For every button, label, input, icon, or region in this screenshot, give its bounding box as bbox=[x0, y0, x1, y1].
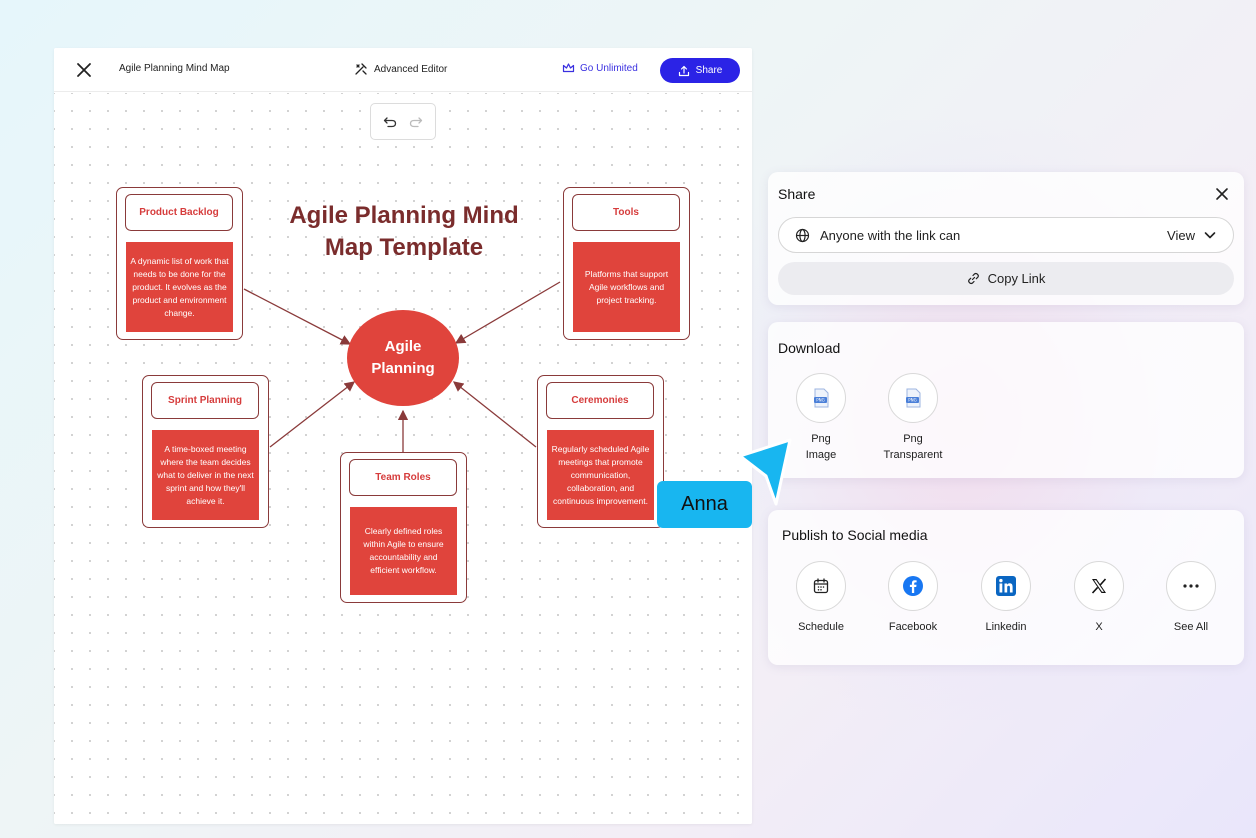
facebook-button[interactable] bbox=[888, 561, 938, 611]
schedule-label: Schedule bbox=[798, 621, 844, 633]
png-transparent-label: Png Transparent bbox=[883, 433, 943, 461]
svg-text:PNG: PNG bbox=[816, 398, 825, 403]
redo-icon[interactable] bbox=[409, 116, 423, 128]
png-file-icon: PNG bbox=[812, 388, 830, 408]
editor-window: Agile Planning Mind Map Advanced Editor … bbox=[54, 48, 752, 824]
arrow-sprint bbox=[269, 381, 356, 448]
center-node[interactable]: Agile Planning bbox=[347, 310, 459, 406]
link-access-dropdown[interactable]: Anyone with the link can View bbox=[778, 217, 1234, 253]
share-button-label: Share bbox=[695, 65, 723, 76]
see-all-label: See All bbox=[1173, 621, 1209, 633]
facebook-label: Facebook bbox=[888, 621, 938, 633]
collaborator-cursor-icon bbox=[738, 438, 794, 513]
facebook-icon bbox=[902, 575, 924, 597]
node-tools[interactable]: Tools Platforms that support Agile workf… bbox=[563, 187, 690, 340]
schedule-button[interactable] bbox=[796, 561, 846, 611]
svg-text:PNG: PNG bbox=[908, 398, 917, 403]
png-image-button[interactable]: PNG bbox=[796, 373, 846, 423]
globe-icon bbox=[795, 228, 810, 243]
node-description: Regularly scheduled Agile meetings that … bbox=[547, 430, 654, 520]
download-panel-title: Download bbox=[778, 340, 841, 356]
link-access-label: Anyone with the link can bbox=[820, 227, 961, 243]
node-product-backlog[interactable]: Product Backlog A dynamic list of work t… bbox=[116, 187, 243, 340]
go-unlimited-link[interactable]: Go Unlimited bbox=[562, 62, 638, 74]
x-logo-icon bbox=[1090, 577, 1108, 595]
linkedin-icon bbox=[996, 576, 1016, 596]
png-transparent-button[interactable]: PNG bbox=[888, 373, 938, 423]
node-description: A dynamic list of work that needs to be … bbox=[126, 242, 233, 332]
collaborator-name-tag: Anna bbox=[657, 481, 752, 528]
node-ceremonies[interactable]: Ceremonies Regularly scheduled Agile mee… bbox=[537, 375, 664, 528]
node-title: Tools bbox=[572, 194, 680, 231]
mindmap-title-line2: Map Template bbox=[324, 234, 484, 261]
arrow-tools bbox=[454, 281, 561, 344]
x-label: X bbox=[1095, 621, 1103, 633]
magic-tools-icon bbox=[354, 62, 368, 76]
share-panel-title: Share bbox=[778, 186, 816, 202]
close-icon[interactable] bbox=[74, 60, 94, 80]
go-unlimited-label: Go Unlimited bbox=[580, 62, 638, 74]
arrow-backlog bbox=[243, 288, 352, 345]
node-title: Ceremonies bbox=[546, 382, 654, 419]
node-sprint-planning[interactable]: Sprint Planning A time-boxed meeting whe… bbox=[142, 375, 269, 528]
canvas[interactable]: Agile Planning Mind Map Template Agile P… bbox=[54, 93, 752, 824]
advanced-editor-button[interactable]: Advanced Editor bbox=[354, 62, 447, 76]
link-icon bbox=[967, 272, 980, 285]
mindmap-title-line1: Agile Planning Mind bbox=[289, 202, 519, 229]
center-node-line2: Planning bbox=[371, 360, 435, 377]
undo-icon[interactable] bbox=[383, 116, 397, 128]
arrow-ceremonies bbox=[452, 381, 537, 448]
node-description: Clearly defined roles within Agile to en… bbox=[350, 507, 457, 595]
copy-link-label: Copy Link bbox=[987, 271, 1046, 286]
close-icon[interactable] bbox=[1214, 186, 1230, 202]
social-panel-title: Publish to Social media bbox=[782, 527, 928, 543]
share-panel: Share Anyone with the link can View Copy… bbox=[768, 172, 1244, 305]
see-all-button[interactable] bbox=[1166, 561, 1216, 611]
permission-selector[interactable]: View bbox=[1167, 228, 1217, 243]
center-node-line1: Agile bbox=[384, 338, 422, 355]
node-team-roles[interactable]: Team Roles Clearly defined roles within … bbox=[340, 452, 467, 603]
chevron-down-icon bbox=[1203, 228, 1217, 242]
document-title: Agile Planning Mind Map bbox=[119, 63, 230, 74]
node-title: Sprint Planning bbox=[151, 382, 259, 419]
linkedin-button[interactable] bbox=[981, 561, 1031, 611]
crown-icon bbox=[562, 62, 575, 74]
editor-topbar: Agile Planning Mind Map Advanced Editor … bbox=[54, 48, 752, 92]
node-description: Platforms that support Agile workflows a… bbox=[573, 242, 680, 332]
png-image-label: Png Image bbox=[805, 433, 837, 461]
node-title: Product Backlog bbox=[125, 194, 233, 231]
advanced-editor-label: Advanced Editor bbox=[374, 63, 448, 75]
undo-redo-toolbar bbox=[370, 103, 436, 140]
more-dots-icon bbox=[1182, 583, 1200, 589]
connector-arrows bbox=[243, 281, 561, 500]
linkedin-label: Linkedin bbox=[985, 621, 1027, 633]
node-description: A time-boxed meeting where the team deci… bbox=[152, 430, 259, 520]
node-title: Team Roles bbox=[349, 459, 457, 496]
permission-value: View bbox=[1167, 227, 1195, 243]
x-button[interactable] bbox=[1074, 561, 1124, 611]
copy-link-button[interactable]: Copy Link bbox=[778, 262, 1234, 295]
social-panel: Publish to Social media Schedule Faceboo… bbox=[768, 510, 1244, 665]
upload-icon bbox=[678, 65, 690, 77]
download-panel: Download PNG Png Image PNG Png Transpare… bbox=[768, 322, 1244, 478]
png-file-icon: PNG bbox=[904, 388, 922, 408]
share-button[interactable]: Share bbox=[660, 58, 740, 83]
calendar-icon bbox=[812, 577, 830, 595]
mindmap-title: Agile Planning Mind Map Template bbox=[274, 200, 534, 264]
